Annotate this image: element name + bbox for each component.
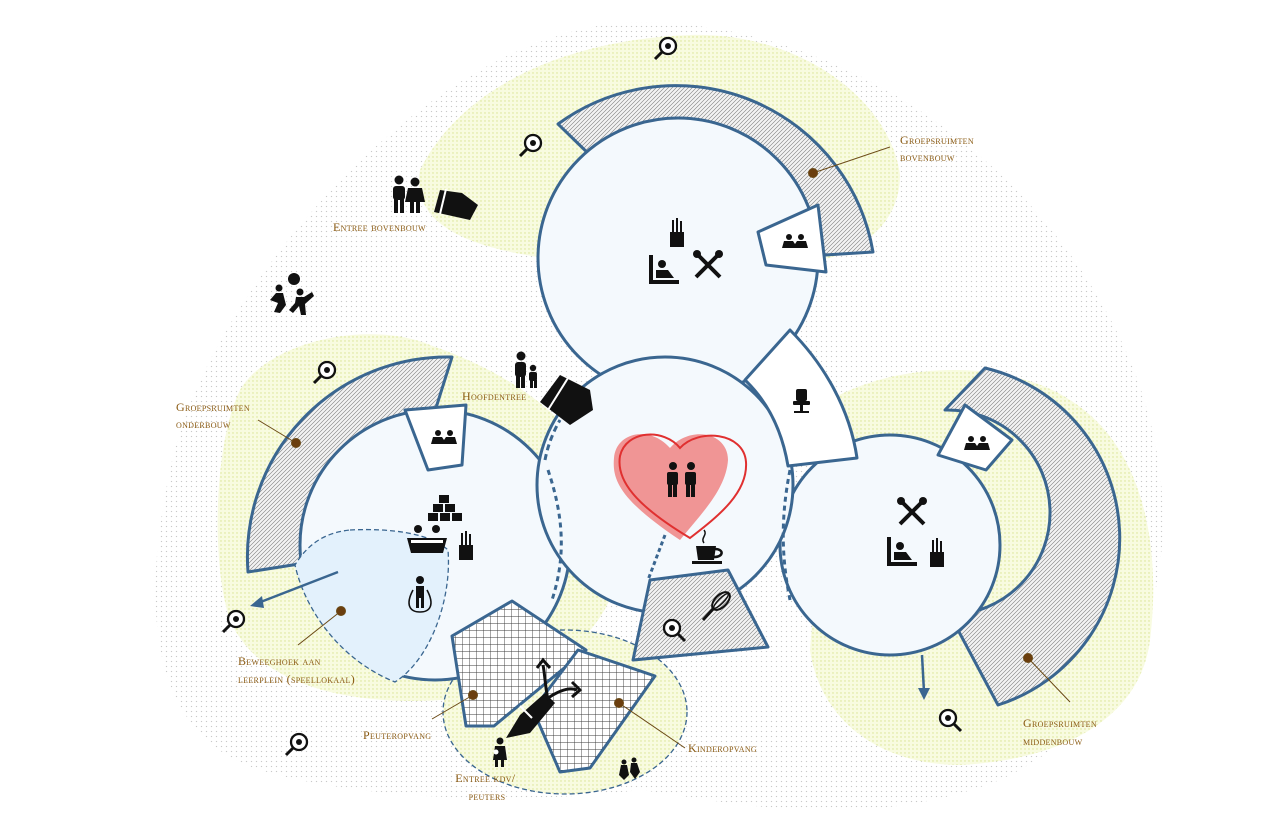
heart-people-icon — [667, 462, 696, 497]
groepsruimten-middenbouw-sector — [943, 366, 1122, 707]
label-beweeghoek: Beweeghoek aan leerplein (speellokaal) — [238, 654, 355, 686]
children-playing-icon — [270, 273, 314, 315]
label-entree-kdv: Entree kdv/ peuters — [455, 771, 518, 803]
overleg-bovenbouw-box — [756, 203, 828, 274]
parent-child-kdv-icon — [493, 737, 507, 767]
toolbox-icon — [459, 218, 944, 567]
arrow-middenbouw — [918, 654, 930, 700]
label-entree-bovenbouw: Entree bovenbouw — [333, 220, 426, 234]
label-groepsruimten-bovenbouw: Groepsruimten bovenbouw — [900, 133, 977, 164]
label-peuteropvang: Peuteropvang — [363, 728, 431, 742]
beweeghoek-area — [294, 528, 450, 683]
parent-child-icon — [515, 351, 537, 388]
blocks-icon — [428, 495, 462, 521]
arrow-onderbouw — [250, 570, 339, 608]
door-icon-hoofdentree — [540, 375, 593, 425]
kinderopvang-area — [531, 648, 657, 774]
label-hoofdentree: Hoofdentree — [462, 389, 526, 403]
reading-child-icon — [649, 255, 917, 566]
family-icon — [393, 175, 425, 213]
magnifier-bug-icon — [221, 36, 963, 757]
desk-chair-icon — [793, 389, 810, 413]
label-groepsruimten-middenbouw: Groepsruimten middenbouw — [1023, 716, 1100, 748]
overleg-middenbouw-box — [936, 403, 1014, 472]
keuken-sector — [631, 568, 770, 662]
label-kinderopvang: Kinderopvang — [688, 741, 757, 755]
jump-rope-icon — [408, 576, 432, 613]
coffee-icon — [692, 529, 723, 564]
label-groepsruimten-onderbouw: Groepsruimten onderbouw — [176, 400, 253, 431]
tools-icon — [693, 250, 927, 526]
whisk-icon — [701, 591, 731, 622]
door-icon-entree-bovenbouw — [434, 190, 478, 220]
kids-icon — [619, 757, 640, 780]
meeting-icon — [431, 234, 990, 450]
book-basket-icon — [407, 525, 447, 553]
route-arrows-icon — [535, 657, 583, 701]
leader-lines — [257, 146, 1071, 749]
peuteropvang-area — [450, 599, 588, 728]
